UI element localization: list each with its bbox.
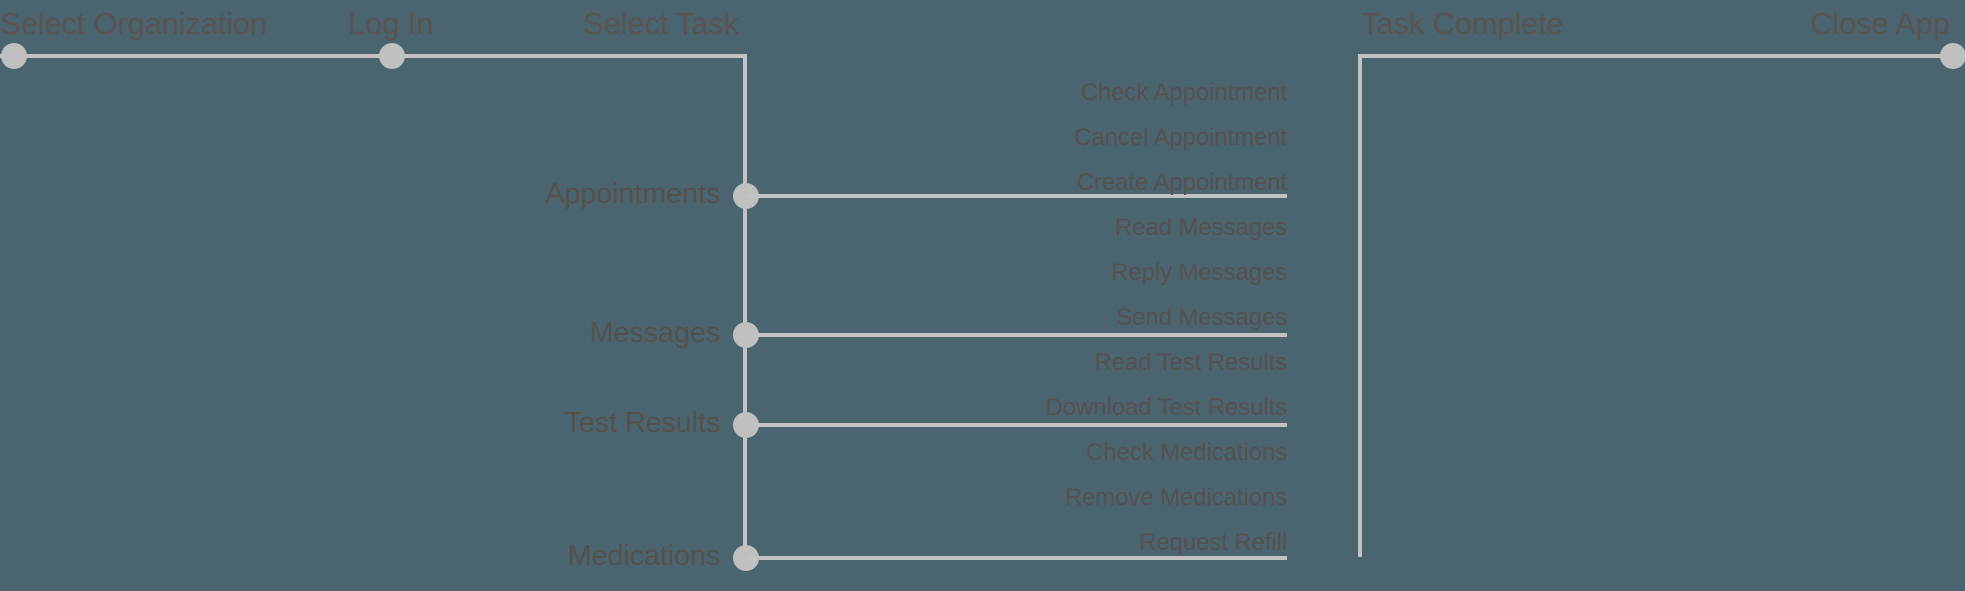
stage-label-select-organization: Select Organization bbox=[0, 6, 267, 41]
task-label-cancel-appointment[interactable]: Cancel Appointment bbox=[1073, 124, 1287, 151]
branch-rail-medications bbox=[746, 556, 1287, 560]
branch-rail-appointments bbox=[746, 194, 1287, 198]
task-label-check-medications[interactable]: Check Medications bbox=[1085, 439, 1287, 466]
stage-label-select-task: Select Task bbox=[583, 6, 739, 41]
task-label-create-appointment[interactable]: Create Appointment bbox=[1076, 169, 1287, 196]
category-label-test-results: Test Results bbox=[564, 407, 720, 439]
node-close-app[interactable] bbox=[1940, 43, 1965, 69]
stage-label-close-app: Close App bbox=[1810, 6, 1950, 41]
task-label-remove-medications[interactable]: Remove Medications bbox=[1064, 484, 1287, 511]
task-label-read-messages[interactable]: Read Messages bbox=[1114, 214, 1287, 241]
task-label-read-test-results[interactable]: Read Test Results bbox=[1094, 349, 1287, 376]
branch-rail-test-results bbox=[746, 423, 1287, 427]
task-label-request-refill[interactable]: Request Refill bbox=[1138, 529, 1287, 556]
timeline-close-segment bbox=[1358, 54, 1958, 58]
category-label-medications: Medications bbox=[567, 540, 720, 572]
node-select-organization[interactable] bbox=[1, 43, 27, 69]
stage-label-task-complete: Task Complete bbox=[1361, 6, 1564, 41]
timeline-main-segment bbox=[0, 54, 747, 58]
branch-rail-messages bbox=[746, 333, 1287, 337]
category-label-appointments: Appointments bbox=[545, 178, 720, 210]
category-label-messages: Messages bbox=[589, 317, 720, 349]
stage-label-log-in: Log In bbox=[348, 6, 433, 41]
node-log-in[interactable] bbox=[379, 43, 405, 69]
task-label-check-appointment[interactable]: Check Appointment bbox=[1080, 79, 1288, 106]
task-label-download-test-results[interactable]: Download Test Results bbox=[1045, 394, 1287, 421]
task-label-send-messages[interactable]: Send Messages bbox=[1116, 304, 1287, 331]
task-label-reply-messages[interactable]: Reply Messages bbox=[1110, 259, 1287, 286]
task-complete-spine bbox=[1358, 54, 1362, 557]
select-task-spine bbox=[743, 54, 747, 557]
